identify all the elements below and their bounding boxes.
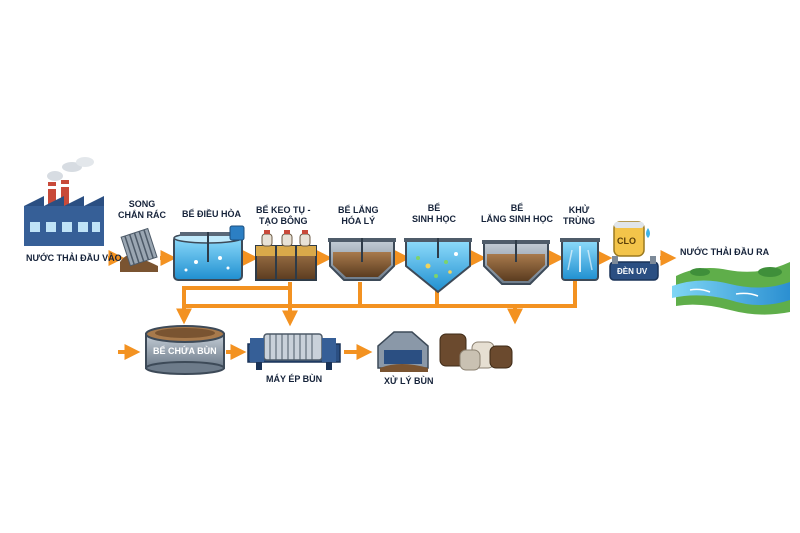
disinfection-tank-icon (560, 238, 600, 281)
sludge-treatment-icon (377, 331, 513, 372)
coagulation-label-line2: TẠO BÔNG (259, 216, 308, 226)
screen-label-line1: SONG (128, 199, 156, 209)
equalization-tank-icon (173, 225, 245, 281)
biological-label: BỂ SINH HỌC (412, 203, 456, 225)
chemical-settling-label-line2: HÓA LÝ (341, 216, 376, 226)
disinfection-label-line2: TRÙNG (563, 216, 595, 226)
chemical-settling-label: BỂ LẮNG HÓA LÝ (338, 205, 379, 227)
sludge-press-label: MÁY ÉP BÙN (266, 374, 323, 384)
coagulation-tank-icon (255, 230, 317, 281)
chemical-settling-label-line1: BỂ LẮNG (338, 205, 379, 215)
chlorine-label: CLO (617, 236, 636, 246)
sludge-tank-label: BỂ CHỨA BÙN (153, 346, 217, 356)
bio-settling-label: BỂ LẮNG SINH HỌC (481, 203, 553, 225)
bio-settling-label-line2: LẮNG SINH HỌC (481, 214, 553, 224)
uv-lamp-label: ĐÈN UV (617, 267, 648, 276)
bar-screen-icon (120, 227, 158, 272)
sludge-tank-icon (145, 325, 225, 375)
screen-label: SONG CHẮN RÁC (118, 199, 166, 221)
sludge-line-top (182, 282, 292, 306)
coagulation-label: BỂ KEO TỤ - TẠO BÔNG (256, 205, 311, 227)
chemical-settling-tank-icon (328, 238, 396, 281)
flow-arrows (108, 250, 677, 360)
chlorine-tank-icon (613, 221, 650, 257)
effluent-label: NƯỚC THẢI ĐẦU RA (680, 247, 770, 257)
screen-label-line2: CHẮN RÁC (118, 210, 166, 220)
disinfection-label: KHỬ TRÙNG (563, 205, 595, 227)
biological-label-line1: BỂ (427, 203, 441, 213)
sludge-treatment-label: XỬ LÝ BÙN (384, 376, 434, 386)
sludge-press-icon (247, 333, 341, 370)
equalization-label: BỂ ĐIỀU HÒA (182, 209, 242, 219)
bio-settling-tank-icon (482, 240, 550, 285)
influent-label: NƯỚC THẢI ĐẦU VÀO (26, 253, 122, 263)
coagulation-label-line1: BỂ KEO TỤ - (256, 205, 311, 215)
bio-settling-label-line1: BỂ (510, 203, 524, 213)
factory-icon (24, 157, 104, 246)
sludge-line-main (184, 280, 577, 308)
biological-tank-icon (404, 238, 472, 294)
uv-lamp-icon (609, 256, 659, 281)
river-icon (672, 262, 790, 315)
biological-label-line2: SINH HỌC (412, 214, 457, 224)
disinfection-label-line1: KHỬ (568, 205, 590, 215)
